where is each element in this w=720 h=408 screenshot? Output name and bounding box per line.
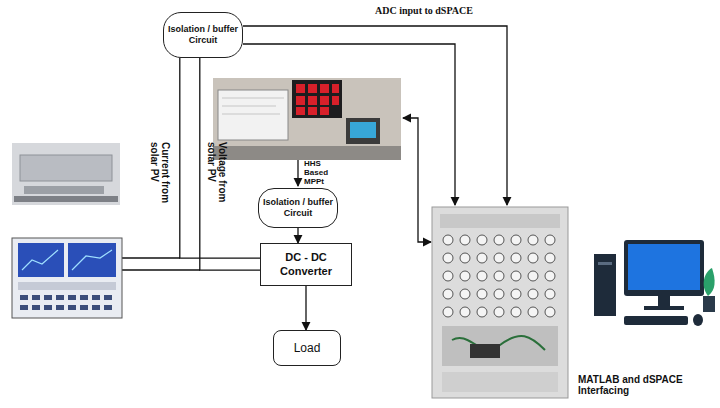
pv-simulator-photo	[12, 238, 122, 318]
box-text: DC - DC Converter	[265, 251, 347, 277]
buffer-circuit-box: Isolation / buffer Circuit	[258, 188, 338, 228]
signal-label: ADC input to dSPACE	[375, 5, 515, 16]
caption-label: MATLAB and dSPACE Interfacing	[578, 374, 708, 396]
box-text: Load	[294, 341, 321, 355]
box-text: Isolation / buffer Circuit	[168, 24, 238, 46]
host-computer-icon	[594, 240, 715, 326]
box-text: Isolation / buffer Circuit	[263, 197, 333, 219]
buffer-circuit-box: Isolation / buffer Circuit	[163, 12, 243, 58]
pv-emulator-photo	[12, 143, 120, 205]
connector-line	[305, 286, 306, 330]
signal-label: Voltage from solar PV	[206, 142, 228, 208]
connector-line	[297, 228, 298, 243]
signal-label: Current from solar PV	[149, 142, 171, 208]
load-box: Load	[273, 330, 341, 366]
converter-box: DC - DC Converter	[260, 243, 352, 286]
algorithm-label: HHS Based MPPt	[304, 159, 338, 186]
controller-photo	[213, 78, 401, 160]
dspace-panel-photo	[432, 207, 568, 398]
